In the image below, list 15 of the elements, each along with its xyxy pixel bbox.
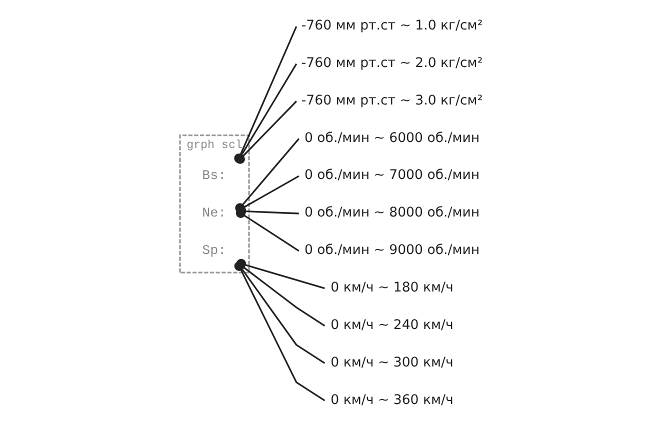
node-text: 0 об./мин ~ 8000 об./мин — [304, 206, 480, 221]
node-text: -760 мм рт.ст ~ 1.0 кг/см² — [301, 18, 483, 34]
node-text: 0 км/ч ~ 300 км/ч — [330, 355, 454, 370]
node-text: -760 мм рт.ст ~ 3.0 кг/см² — [301, 93, 483, 108]
node-text: 0 км/ч ~ 240 км/ч — [330, 318, 454, 333]
connector — [236, 208, 300, 252]
node-text: 0 об./мин ~ 9000 об./мин — [304, 243, 480, 258]
node-text: 0 км/ч ~ 360 км/ч — [330, 392, 454, 408]
node-text: 0 об./мин ~ 6000 об./мин — [304, 130, 480, 146]
node-text: 0 об./мин ~ 7000 об./мин — [304, 168, 480, 184]
node-text: Sp: — [202, 243, 226, 258]
node-text: 0 км/ч ~ 180 км/ч — [330, 280, 454, 296]
node-text: Bs: — [202, 168, 226, 184]
node-text: Ne: — [202, 206, 226, 221]
node-text: -760 мм рт.ст ~ 2.0 кг/см² — [301, 56, 483, 71]
